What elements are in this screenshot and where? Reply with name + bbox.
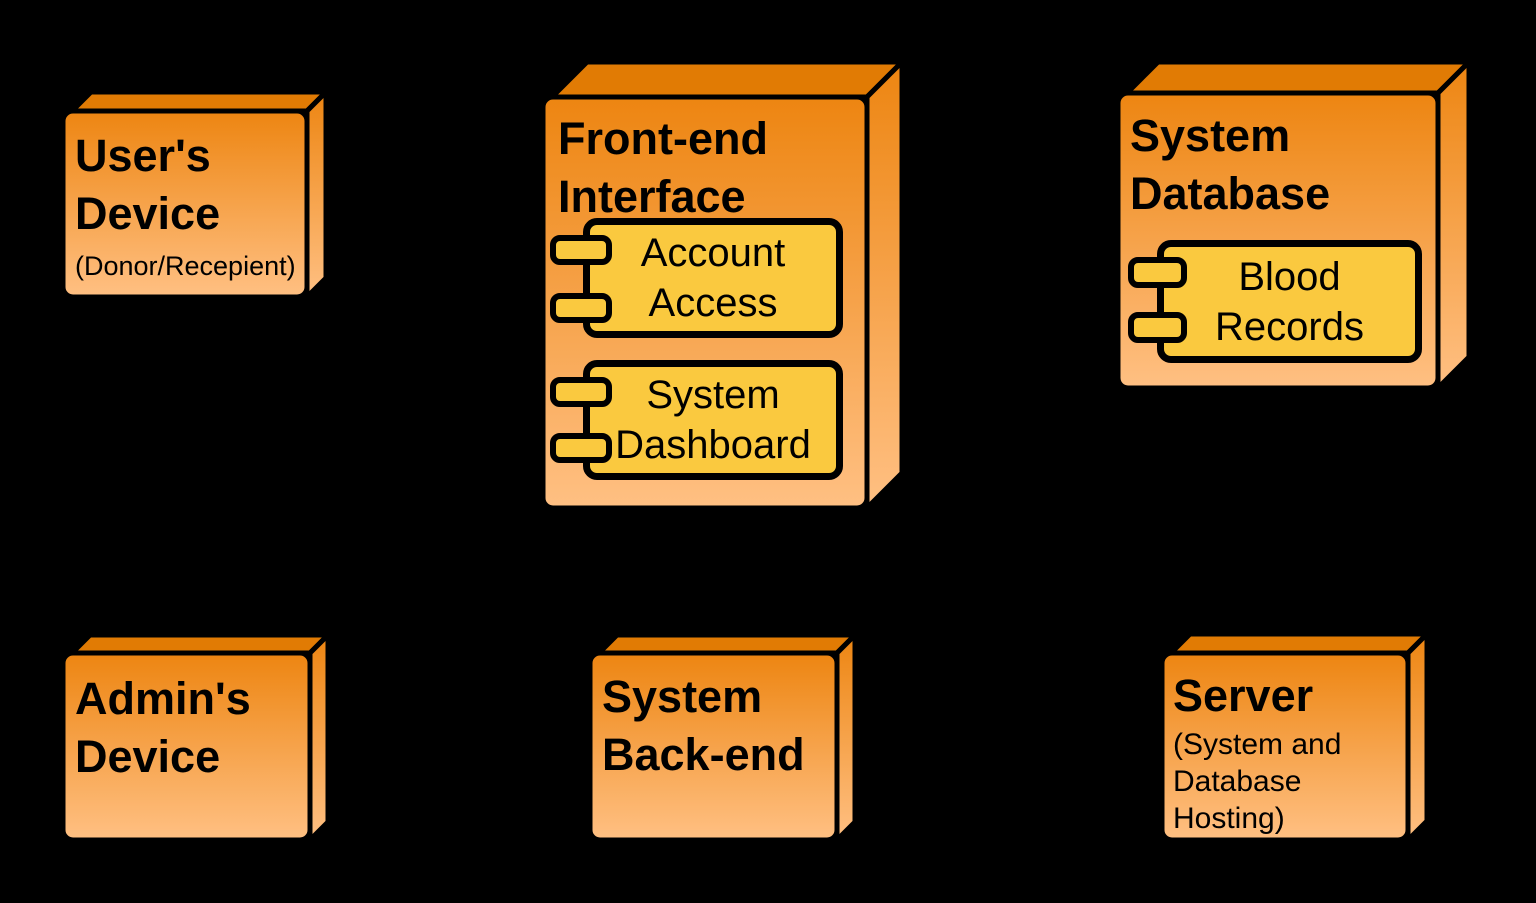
- 3d-box-shape: [1159, 631, 1430, 843]
- box-front-face: [60, 650, 313, 843]
- component-label: Blood Records: [1215, 254, 1364, 349]
- box-top-face: [1124, 59, 1472, 96]
- box-front-face: [60, 108, 310, 300]
- component-blood-records: Blood Records: [1157, 240, 1422, 363]
- 3d-box-shape: [60, 89, 329, 300]
- 3d-box-shape: [60, 632, 331, 843]
- node-subtitle: (Donor/Recepient): [75, 251, 296, 281]
- box-right-face: [834, 632, 858, 843]
- component-tab-icon: [550, 433, 612, 463]
- component-tab-icon: [1128, 312, 1187, 343]
- box-top-face: [69, 89, 329, 114]
- box-top-face: [596, 632, 858, 656]
- box-right-face: [1405, 631, 1430, 843]
- node-server: Server (System and Database Hosting): [1158, 630, 1431, 844]
- node-front-end-interface: Front-end Interface Account Access Syste…: [539, 58, 906, 512]
- component-tab-icon: [550, 293, 612, 323]
- component-tab-icon: [550, 235, 612, 265]
- box-front-face: [1159, 650, 1411, 843]
- box-top-face: [549, 59, 905, 100]
- node-title: Front-end Interface: [558, 113, 768, 222]
- box-top-face: [1168, 631, 1430, 656]
- node-users-device: User's Device (Donor/Recepient): [59, 88, 330, 301]
- node-title: Server: [1173, 670, 1314, 721]
- component-account-access: Account Access: [583, 218, 843, 338]
- node-subtitle: (System and Database Hosting): [1173, 728, 1342, 835]
- box-front-face: [587, 650, 840, 843]
- node-system-database: System Database Blood Records: [1114, 58, 1473, 392]
- component-label: System Dashboard: [615, 373, 811, 467]
- node-system-backend: System Back-end: [586, 631, 859, 844]
- component-label: Account Access: [640, 231, 786, 325]
- node-title: Admin's Device: [75, 673, 251, 782]
- box-right-face: [1435, 59, 1472, 391]
- component-system-dashboard: System Dashboard: [583, 360, 843, 480]
- component-tab-icon: [1128, 257, 1187, 288]
- component-tab-icon: [550, 377, 612, 407]
- box-right-face: [307, 632, 331, 843]
- node-title: System Database: [1130, 110, 1331, 219]
- node-title: User's Device: [75, 130, 221, 239]
- box-right-face: [304, 89, 329, 300]
- box-top-face: [69, 632, 331, 656]
- node-title: System Back-end: [602, 671, 805, 780]
- box-right-face: [864, 59, 905, 511]
- node-admins-device: Admin's Device: [59, 631, 332, 844]
- 3d-box-shape: [587, 632, 858, 843]
